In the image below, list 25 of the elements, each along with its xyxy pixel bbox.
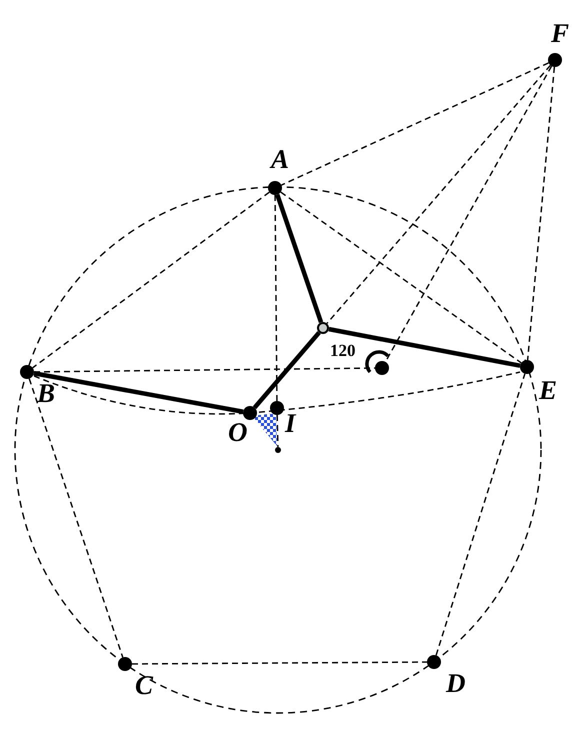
point-label: F: [551, 20, 570, 47]
point-label: D: [446, 670, 466, 697]
point-label: C: [135, 672, 154, 699]
dashed-line: [276, 414, 279, 448]
angle-label: 120: [330, 342, 356, 359]
point-label: I: [285, 410, 296, 437]
dashed-line: [281, 62, 549, 186]
dashed-line: [32, 192, 270, 368]
dashed-line: [435, 373, 526, 656]
dashed-line: [526, 66, 556, 360]
thick-segment: [252, 331, 321, 410]
thick-segment: [275, 194, 324, 324]
dashed-line: [28, 378, 124, 658]
point-label: A: [271, 146, 290, 173]
thick-segment: [328, 326, 521, 368]
dashed-line: [132, 661, 427, 665]
dashed-line: [280, 191, 522, 364]
point-label: B: [37, 380, 56, 407]
dashed-line: [34, 371, 520, 415]
thick-segment: [33, 371, 244, 414]
point-label: O: [228, 419, 248, 446]
dashed-line: [326, 64, 551, 324]
dashed-line: [34, 367, 375, 373]
dashed-line: [274, 195, 278, 401]
point-label: E: [539, 377, 558, 404]
